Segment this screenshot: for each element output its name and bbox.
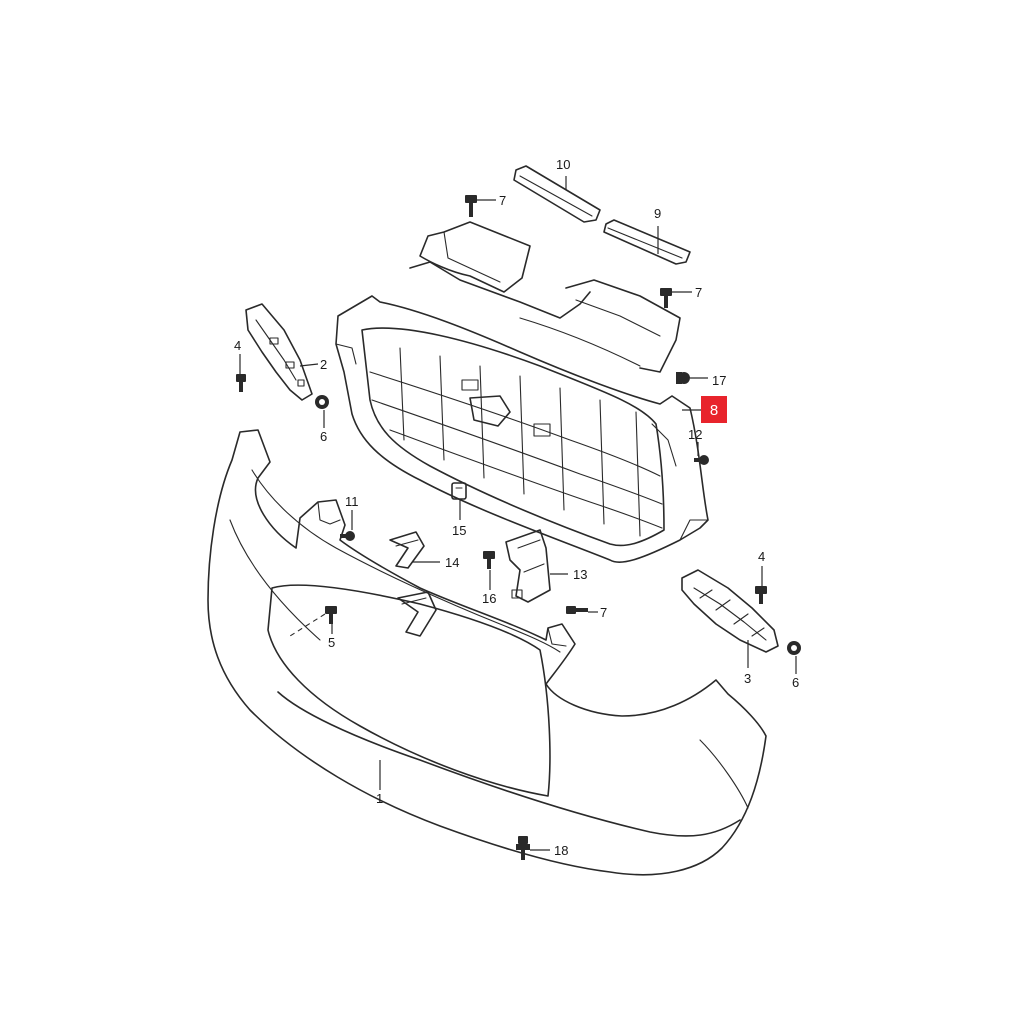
screw-4-left (236, 374, 246, 392)
callout-17: 17 (712, 373, 726, 388)
clip-6-left (315, 395, 329, 409)
screw-4-right (755, 586, 767, 604)
callout-12: 12 (688, 427, 702, 442)
callout-13: 13 (573, 567, 587, 582)
callout-8: 8 (710, 402, 718, 419)
leader-lines (239, 176, 797, 851)
callout-14: 14 (445, 555, 459, 570)
clip-17 (676, 372, 690, 384)
screw-5 (325, 606, 337, 624)
callout-8-highlight (701, 396, 727, 423)
callout-7-right: 7 (695, 285, 702, 300)
callout-1: 1 (376, 791, 383, 806)
callout-4-left: 4 (234, 338, 241, 353)
bracket-right (681, 569, 779, 653)
screw-11 (340, 531, 355, 541)
callout-18: 18 (554, 843, 568, 858)
screw-7-lower (566, 606, 588, 614)
callouts: 1 2 3 4 4 5 6 6 7 7 7 8 9 10 11 12 13 14… (234, 157, 799, 858)
clip-6-right (787, 641, 801, 655)
callout-2: 2 (320, 357, 327, 372)
screw-7-top (465, 195, 477, 217)
callout-7-lower: 7 (600, 605, 607, 620)
callout-6-right: 6 (792, 675, 799, 690)
bumper-cover (207, 429, 767, 876)
callout-10: 10 (556, 157, 570, 172)
bracket-left (245, 303, 313, 401)
garnish-strip-10 (513, 165, 601, 223)
grille-assembly (335, 221, 709, 563)
callout-7-top: 7 (499, 193, 506, 208)
callout-15: 15 (452, 523, 466, 538)
screw-7-right (660, 288, 672, 308)
emblem-piece-14 (389, 531, 425, 569)
callout-3: 3 (744, 671, 751, 686)
clip-15 (451, 482, 467, 500)
callout-11: 11 (345, 494, 359, 509)
screw-12 (694, 455, 709, 465)
callout-6-left: 6 (320, 429, 327, 444)
garnish-strip-9 (603, 219, 691, 265)
callout-4-right: 4 (758, 549, 765, 564)
bolt-16 (483, 551, 495, 569)
bolt-18 (516, 836, 530, 860)
bracket-center-13 (505, 529, 551, 603)
callout-16: 16 (482, 591, 496, 606)
callout-9: 9 (654, 206, 661, 221)
callout-5: 5 (328, 635, 335, 650)
